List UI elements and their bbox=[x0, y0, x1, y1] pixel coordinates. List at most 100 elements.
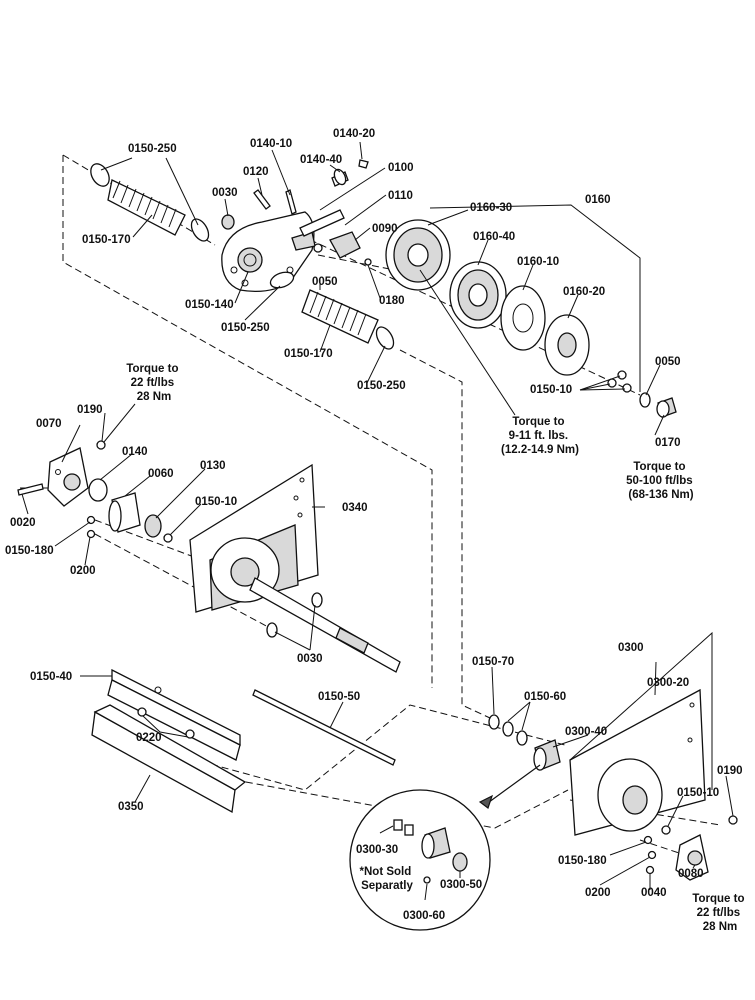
pulley-assembly bbox=[385, 204, 677, 418]
label-0030: 0030 bbox=[297, 653, 323, 665]
bearing-0300-40 bbox=[533, 739, 561, 771]
bushing bbox=[221, 214, 235, 230]
not-sold-separately-note: *Not Sold Separatly bbox=[360, 866, 415, 892]
bolt bbox=[645, 865, 655, 875]
label-0050: 0050 bbox=[312, 276, 338, 288]
label-0040: 0040 bbox=[641, 887, 667, 899]
label-0190: 0190 bbox=[717, 765, 743, 777]
torque-note-22-lower: Torque to 22 ft/lbs 28 Nm bbox=[692, 893, 747, 933]
label-0110: 0110 bbox=[388, 190, 413, 202]
label-0160-20: 0160-20 bbox=[563, 286, 605, 298]
pulley-0160-30 bbox=[385, 219, 451, 291]
label-0300-60: 0300-60 bbox=[403, 910, 445, 922]
label-0150-40: 0150-40 bbox=[30, 671, 72, 683]
screw bbox=[358, 159, 369, 169]
label-0140-40: 0140-40 bbox=[300, 154, 342, 166]
label-0200: 0200 bbox=[585, 887, 611, 899]
label-0150-10: 0150-10 bbox=[677, 787, 719, 799]
label-0160: 0160 bbox=[585, 194, 611, 206]
washer bbox=[266, 622, 278, 638]
label-0350: 0350 bbox=[118, 801, 144, 813]
label-0030: 0030 bbox=[212, 187, 238, 199]
label-0340: 0340 bbox=[342, 502, 368, 514]
label-0130: 0130 bbox=[200, 460, 226, 472]
washer bbox=[488, 714, 500, 730]
torque-notes: Torque to 22 ft/lbs 28 Nm Torque to 9-11… bbox=[126, 363, 747, 933]
clamp-ring bbox=[269, 271, 295, 289]
label-0150-250: 0150-250 bbox=[221, 322, 270, 334]
bushing-insert bbox=[421, 827, 451, 859]
bushing-0300-30 bbox=[393, 819, 414, 836]
bolt bbox=[17, 483, 44, 496]
collar-0140 bbox=[88, 478, 108, 502]
torque-note-50-100: Torque to 50-100 ft/lbs (68-136 Nm) bbox=[626, 461, 696, 501]
label-0300-50: 0300-50 bbox=[440, 879, 482, 891]
label-0060: 0060 bbox=[148, 468, 174, 480]
bellows-boot-lower bbox=[301, 289, 379, 344]
nut bbox=[137, 707, 147, 717]
label-0150-70: 0150-70 bbox=[472, 656, 514, 668]
label-0150-180: 0150-180 bbox=[5, 545, 54, 557]
washer bbox=[639, 392, 651, 408]
guard-assembly bbox=[91, 668, 396, 814]
label-0200: 0200 bbox=[70, 565, 96, 577]
bearing-flange-0080 bbox=[675, 834, 709, 881]
label-0150-10: 0150-10 bbox=[530, 384, 572, 396]
shaft bbox=[299, 209, 345, 237]
rod-0150-50 bbox=[252, 689, 396, 766]
clamp-ring bbox=[90, 163, 110, 187]
guard-0150-40 bbox=[107, 668, 241, 761]
leader-lines bbox=[21, 141, 734, 901]
label-0090: 0090 bbox=[372, 223, 398, 235]
label-0140-10: 0140-10 bbox=[250, 138, 292, 150]
yoke bbox=[329, 231, 361, 259]
label-0150-250: 0150-250 bbox=[128, 143, 177, 155]
label-0150-50: 0150-50 bbox=[318, 691, 360, 703]
label-0300: 0300 bbox=[618, 642, 644, 654]
hub-plate-0160-20 bbox=[544, 314, 590, 376]
label-0190: 0190 bbox=[77, 404, 103, 416]
clamp-ring bbox=[375, 326, 395, 350]
spacer-disc-0160-10 bbox=[500, 285, 546, 351]
washer bbox=[516, 730, 528, 746]
bolt bbox=[643, 835, 653, 845]
nut bbox=[163, 533, 173, 543]
upper-gearbox-assembly bbox=[90, 159, 395, 350]
label-0150-250: 0150-250 bbox=[357, 380, 406, 392]
label-0150-60: 0150-60 bbox=[524, 691, 566, 703]
part-labels: 0150-250 0150-170 0140-10 0120 0030 0140… bbox=[5, 128, 743, 922]
washer bbox=[502, 721, 514, 737]
seal-0130 bbox=[144, 514, 162, 538]
torque-note-9-11: Torque to 9-11 ft. lbs. (12.2-14.9 Nm) bbox=[501, 416, 579, 456]
label-0160-30: 0160-30 bbox=[470, 202, 512, 214]
label-0150-170: 0150-170 bbox=[284, 348, 333, 360]
label-0150-10: 0150-10 bbox=[195, 496, 237, 508]
washer bbox=[311, 592, 323, 608]
nut-0170 bbox=[656, 397, 677, 418]
label-0160-10: 0160-10 bbox=[517, 256, 559, 268]
label-0100: 0100 bbox=[388, 162, 414, 174]
label-0150-140: 0150-140 bbox=[185, 299, 234, 311]
bolt bbox=[617, 370, 627, 380]
label-0150-170: 0150-170 bbox=[82, 234, 131, 246]
label-0050: 0050 bbox=[655, 356, 681, 368]
detail-inset bbox=[349, 764, 541, 931]
label-0180: 0180 bbox=[379, 295, 405, 307]
bolt bbox=[86, 515, 96, 525]
label-0120: 0120 bbox=[243, 166, 269, 178]
label-0300-30: 0300-30 bbox=[356, 844, 398, 856]
guard-0350 bbox=[91, 704, 247, 814]
pulley-0160-40 bbox=[449, 261, 507, 329]
nut bbox=[96, 440, 106, 450]
label-0080: 0080 bbox=[678, 868, 704, 880]
nut bbox=[728, 815, 738, 825]
label-0150-180: 0150-180 bbox=[558, 855, 607, 867]
gearbox-housing bbox=[221, 211, 316, 293]
label-0070: 0070 bbox=[36, 418, 62, 430]
clamp-ring bbox=[190, 218, 210, 242]
shaft-housing-assembly bbox=[17, 440, 401, 673]
label-0140: 0140 bbox=[122, 446, 148, 458]
bolt bbox=[622, 383, 632, 393]
label-0170: 0170 bbox=[655, 437, 681, 449]
